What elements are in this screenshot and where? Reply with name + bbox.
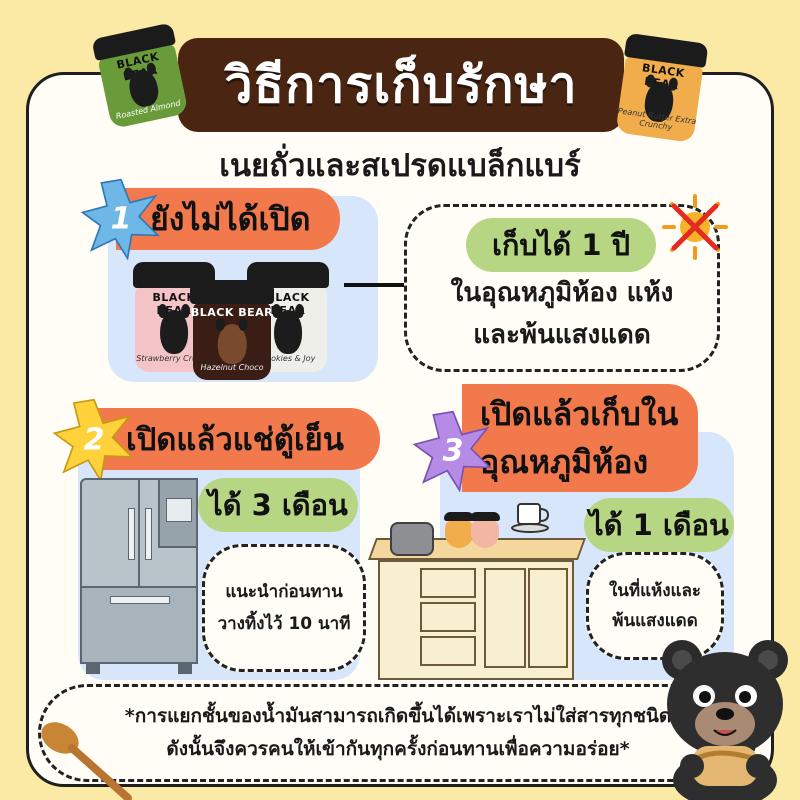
step1-star-badge: 1 <box>80 178 162 261</box>
jar-choco: BLACK BEAR Hazelnut Choco <box>190 280 274 380</box>
jar-flavor-label: Cookies & Joy <box>260 354 316 364</box>
step3-tip-box: ในที่แห้งและ พ้นแสงแดด <box>586 552 724 660</box>
step3-star-badge: 3 <box>412 410 494 493</box>
no-sun-icon <box>662 194 728 260</box>
jar-brand-label: BLACK BEAR <box>190 306 274 319</box>
step2-duration-pill: ได้ 3 เดือน <box>198 478 358 532</box>
page-title: วิธีการเก็บรักษา <box>224 55 578 114</box>
step3-duration-pill: ได้ 1 เดือน <box>584 498 734 552</box>
step2-tip-line2: วางทิ้งไว้ 10 นาที <box>217 614 351 634</box>
kitchen-counter-icon <box>367 520 587 680</box>
jar-small-2 <box>470 512 500 548</box>
step2-tip-line1: แนะนำก่อนทาน <box>225 582 343 602</box>
toaster-icon <box>390 522 434 556</box>
step3-duration: ได้ 1 เดือน <box>589 508 729 542</box>
jar-flavor-label: Hazelnut Choco <box>200 363 264 372</box>
step1-condition-line1: ในอุณหภูมิห้อง แห้ง <box>450 278 674 308</box>
step2-duration: ได้ 3 เดือน <box>208 488 348 522</box>
step1-condition-line2: และพ้นแสงแดด <box>473 320 651 350</box>
step1-duration: เก็บได้ 1 ปี <box>491 228 631 262</box>
wooden-spoon-icon <box>41 722 132 800</box>
step3-number: 3 <box>442 433 464 469</box>
step1-duration-pill: เก็บได้ 1 ปี <box>466 218 656 272</box>
step3-label-line2: อุณหภูมิห้อง <box>480 443 649 481</box>
refrigerator-side <box>158 478 198 548</box>
jar-top-left: BLACK BEAR Roasted Almond <box>91 22 190 130</box>
step3-tip-line1: ในที่แห้งและ <box>608 581 702 601</box>
step3-label-line1: เปิดแล้วเก็บใน <box>480 395 679 433</box>
bear-mascot-icon <box>662 640 788 800</box>
bear-logo-icon <box>158 304 190 355</box>
bear-logo-icon <box>272 304 304 355</box>
jar-small-1 <box>444 512 474 548</box>
step3-pill: เปิดแล้วเก็บใน อุณหภูมิห้อง <box>462 384 698 492</box>
jar-flavor-label: Strawberry Crunch <box>136 354 212 364</box>
step2-tip-box: แนะนำก่อนทาน วางทิ้งไว้ 10 นาที <box>202 544 366 672</box>
jar-top-right: BLACK BEAR Peanut Butter Extra Crunchy <box>613 32 709 143</box>
bear-logo-icon <box>216 318 248 364</box>
footnote-line1: *การแยกชั้นของน้ำมันสามารถเกิดขึ้นได้เพร… <box>124 705 672 727</box>
step1-label: ยังไม่ได้เปิด <box>150 199 311 238</box>
footnote-box: *การแยกชั้นของน้ำมันสามารถเกิดขึ้นได้เพร… <box>38 684 758 782</box>
step2-number: 2 <box>83 422 105 458</box>
title-banner: วิธีการเก็บรักษา <box>178 38 624 132</box>
step2-star-badge: 2 <box>52 398 136 483</box>
footnote-line2: ดังนั้นจึงควรคนให้เข้ากันทุกครั้งก่อนทาน… <box>166 738 630 760</box>
step2-pill: เปิดแล้วแช่ตู้เย็น <box>96 408 380 470</box>
step3-tip-line2: พ้นแสงแดด <box>612 611 698 631</box>
step1-number: 1 <box>110 201 132 237</box>
step2-label: เปิดแล้วแช่ตู้เย็น <box>126 422 344 458</box>
coffee-cup-icon <box>511 503 550 533</box>
step1-pill: ยังไม่ได้เปิด <box>116 188 340 250</box>
subtitle: เนยถั่วและสเปรดแบล็กแบร์ <box>219 148 581 184</box>
